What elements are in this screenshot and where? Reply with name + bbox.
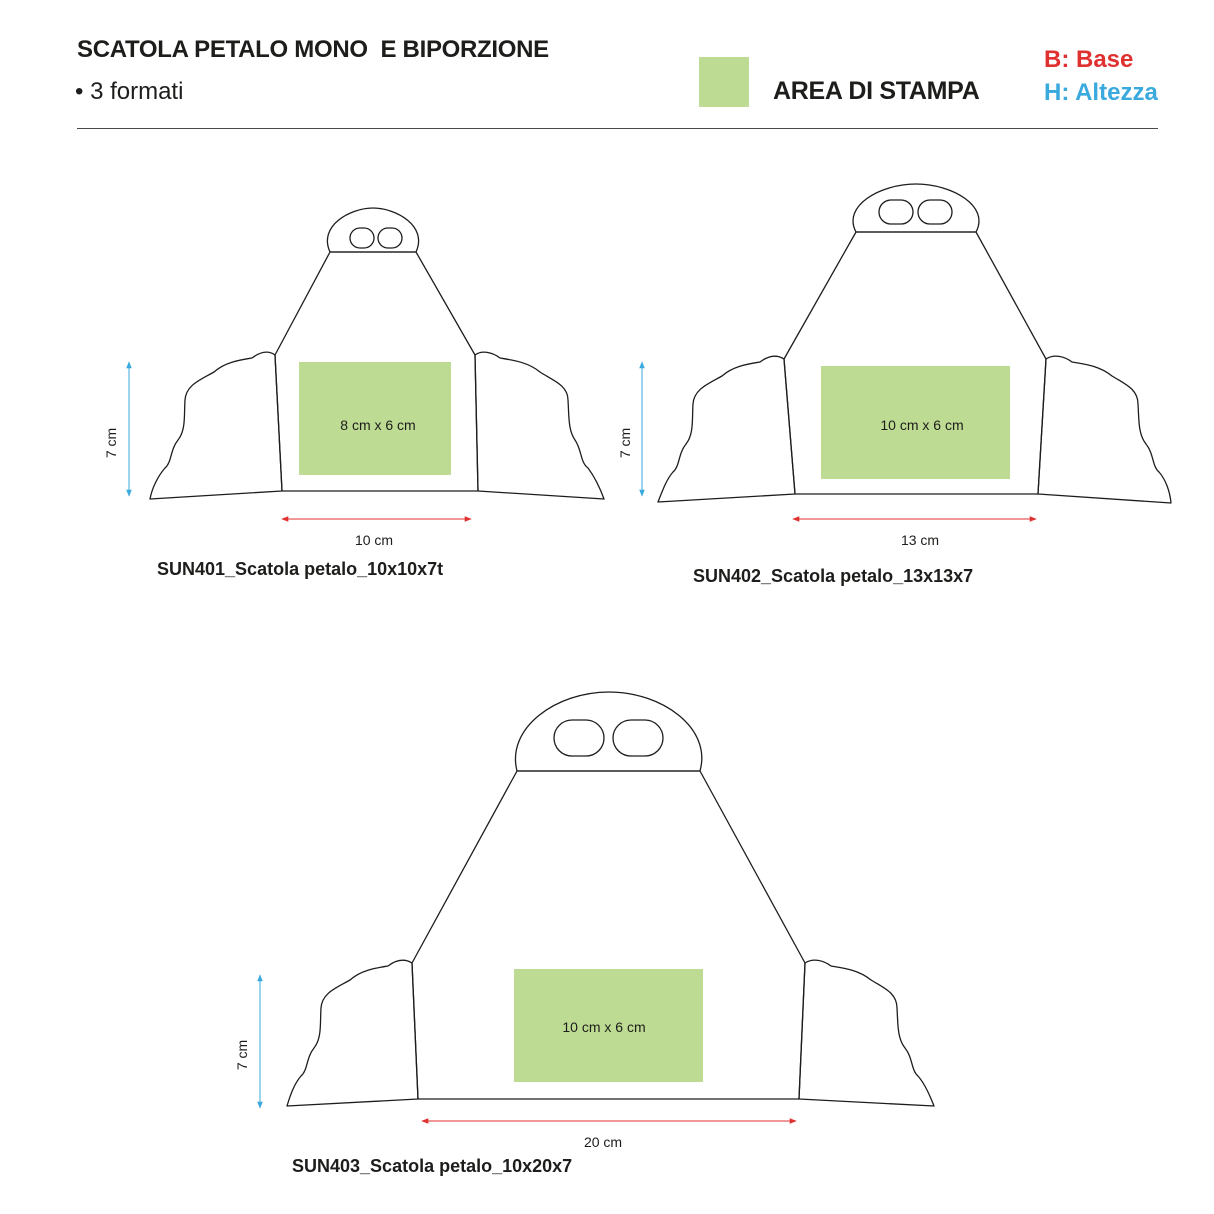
finger-hole-left xyxy=(553,719,605,757)
right-petal xyxy=(798,959,935,1107)
print-area-sun402 xyxy=(821,366,1010,479)
print-area-size-sun403: 10 cm x 6 cm xyxy=(562,1019,645,1035)
base-size-sun401: 10 cm xyxy=(355,532,393,548)
box-sun403 xyxy=(286,691,935,1107)
finger-hole-right xyxy=(917,199,953,225)
box-sun401 xyxy=(149,207,605,500)
height-size-sun402: 7 cm xyxy=(617,428,633,458)
height-legend-label: H: Altezza xyxy=(1044,79,1158,106)
print-area-sun403 xyxy=(514,969,703,1082)
finger-hole-right xyxy=(612,719,664,757)
lid-tab xyxy=(852,183,980,233)
box-name-sun403: SUN403_Scatola petalo_10x20x7 xyxy=(292,1156,573,1176)
lid-tab xyxy=(327,207,419,253)
print-area-size-sun401: 8 cm x 6 cm xyxy=(340,417,415,433)
formats-note: • 3 formati xyxy=(75,78,184,105)
header-divider xyxy=(77,128,1158,129)
box-name-sun402: SUN402_Scatola petalo_13x13x7 xyxy=(693,566,974,586)
finger-hole-left xyxy=(349,227,375,249)
page-title: SCATOLA PETALO MONO E BIPORZIONE xyxy=(77,36,549,63)
print-area-swatch xyxy=(699,57,749,107)
base-legend-label: B: Base xyxy=(1044,46,1134,73)
left-petal xyxy=(149,351,283,500)
print-area-size-sun402: 10 cm x 6 cm xyxy=(880,417,963,433)
base-size-sun402: 13 cm xyxy=(901,532,939,548)
right-petal xyxy=(1037,355,1172,504)
box-name-sun401: SUN401_Scatola petalo_10x10x7t xyxy=(157,559,444,579)
finger-hole-right xyxy=(377,227,403,249)
print-area-sun401 xyxy=(299,362,451,475)
print-area-legend-label: AREA DI STAMPA xyxy=(773,77,980,105)
lid-tab xyxy=(514,691,703,772)
left-petal xyxy=(657,355,796,503)
base-size-sun403: 20 cm xyxy=(584,1134,622,1150)
finger-hole-left xyxy=(878,199,914,225)
height-size-sun401: 7 cm xyxy=(103,428,119,458)
box-sun402 xyxy=(657,183,1172,504)
right-petal xyxy=(474,351,605,500)
height-size-sun403: 7 cm xyxy=(234,1040,250,1070)
left-petal xyxy=(286,959,419,1107)
